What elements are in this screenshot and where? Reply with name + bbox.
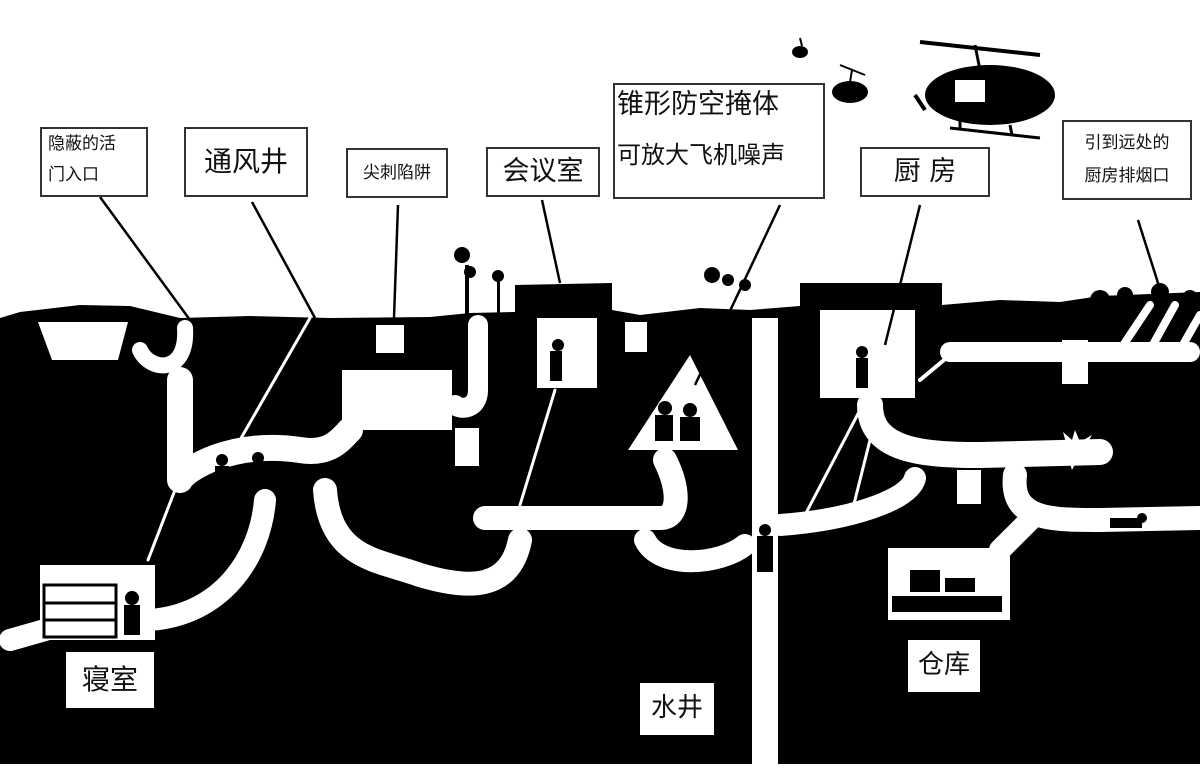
label-spike-trap: 尖刺陷阱 [346,148,448,198]
label-text: 通风井 [203,145,288,179]
label-water-well: 水井 [640,683,714,735]
label-text-line1: 引到远处的 [1084,133,1170,154]
label-kitchen: 厨 房 [860,147,990,197]
label-text: 仓库 [917,650,970,681]
helicopter-large-icon [913,40,1055,140]
label-text-line2: 门入口 [48,164,99,185]
label-text-line1: 锥形防空掩体 [617,89,779,120]
helicopter-tiny-icon [792,37,808,58]
pointer-lines [98,196,1167,386]
label-trapdoor-entrance: 隐蔽的活 门入口 [40,127,148,197]
person-icon [124,339,1147,635]
label-storage: 仓库 [908,640,980,692]
bunk-bed-icon [42,583,118,639]
label-text-line2: 可放大飞机噪声 [617,141,785,170]
spike-trap-room [342,370,452,430]
label-text: 尖刺陷阱 [363,162,431,183]
storage-crates-icon [892,570,1002,612]
label-bedroom: 寝室 [66,652,154,708]
label-text-line1: 隐蔽的活 [48,134,116,154]
label-chimney-outlet: 引到远处的 厨房排烟口 [1062,120,1192,200]
lower-mid-tunnel [634,529,756,573]
vertical-tunnel-1 [167,367,363,493]
right-tunnel [857,392,1113,468]
winding-tunnel [313,478,532,596]
label-cone-shelter: 锥形防空掩体 可放大飞机噪声 [613,83,825,199]
bedroom-tunnel [0,489,276,651]
label-text: 水井 [650,693,703,724]
label-text: 寝室 [81,663,138,697]
vent-shaft-lines [146,316,882,562]
label-meeting-room: 会议室 [486,147,600,197]
spike-trap-tunnel [445,315,488,418]
label-ventilation-shaft: 通风井 [184,127,308,197]
mid-horizontal-tunnel [473,448,688,530]
trapdoor-chamber [38,322,128,360]
label-text: 会议室 [502,155,584,187]
trapdoor-tunnel [132,320,194,374]
explosion-icon [1052,430,1100,470]
tunnels [0,301,1200,764]
label-text: 厨 房 [893,155,957,187]
meeting-room [537,318,597,388]
helicopter-small-icon [832,64,868,103]
label-text-line2: 厨房排烟口 [1084,166,1170,186]
tree-icon [454,247,1198,315]
